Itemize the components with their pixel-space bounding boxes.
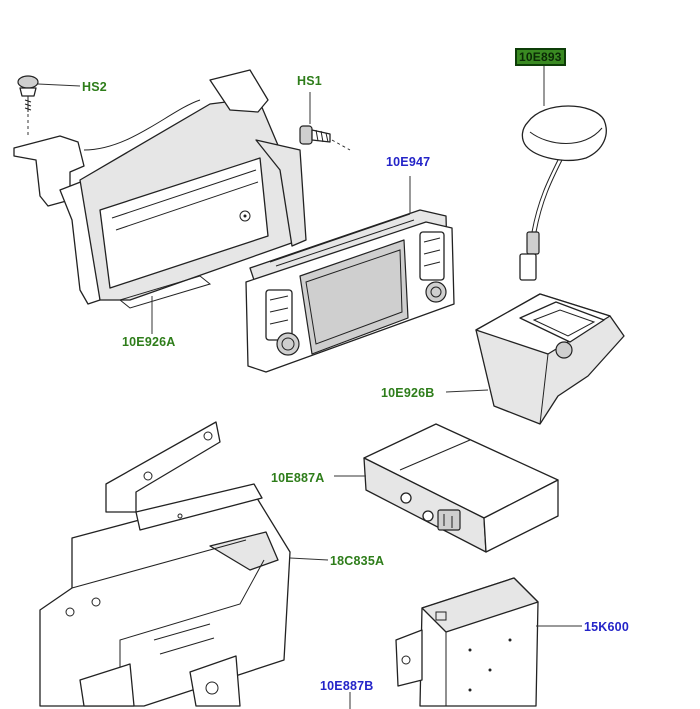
callout-10e887a: 10E887A	[271, 471, 325, 485]
callout-hs1: HS1	[297, 74, 322, 88]
control-module-15k600	[395, 577, 539, 707]
bolt-hs1	[299, 125, 351, 151]
antenna-cover-10e926b	[475, 293, 625, 425]
mount-bracket-10e926a	[13, 69, 307, 309]
screw-hs2	[17, 75, 39, 136]
gps-antenna-10e893	[519, 105, 607, 281]
callout-10e893: 10E893	[515, 48, 566, 66]
leader-hs2	[37, 83, 81, 87]
callout-10e926b: 10E926B	[381, 386, 435, 400]
callout-10e947: 10E947	[386, 155, 431, 169]
callout-hs2: HS2	[82, 80, 107, 94]
callout-10e926a: 10E926A	[122, 335, 176, 349]
support-bracket-18c835a	[39, 421, 291, 707]
callout-18c835a: 18C835A	[330, 554, 385, 568]
module-10e887a	[363, 423, 559, 553]
leader-10e926b	[445, 389, 489, 393]
callout-15k600: 15K600	[584, 620, 629, 634]
display-unit-10e947	[245, 209, 455, 373]
callout-10e887b: 10E887B	[320, 679, 374, 693]
leader-18c835a	[289, 557, 329, 561]
